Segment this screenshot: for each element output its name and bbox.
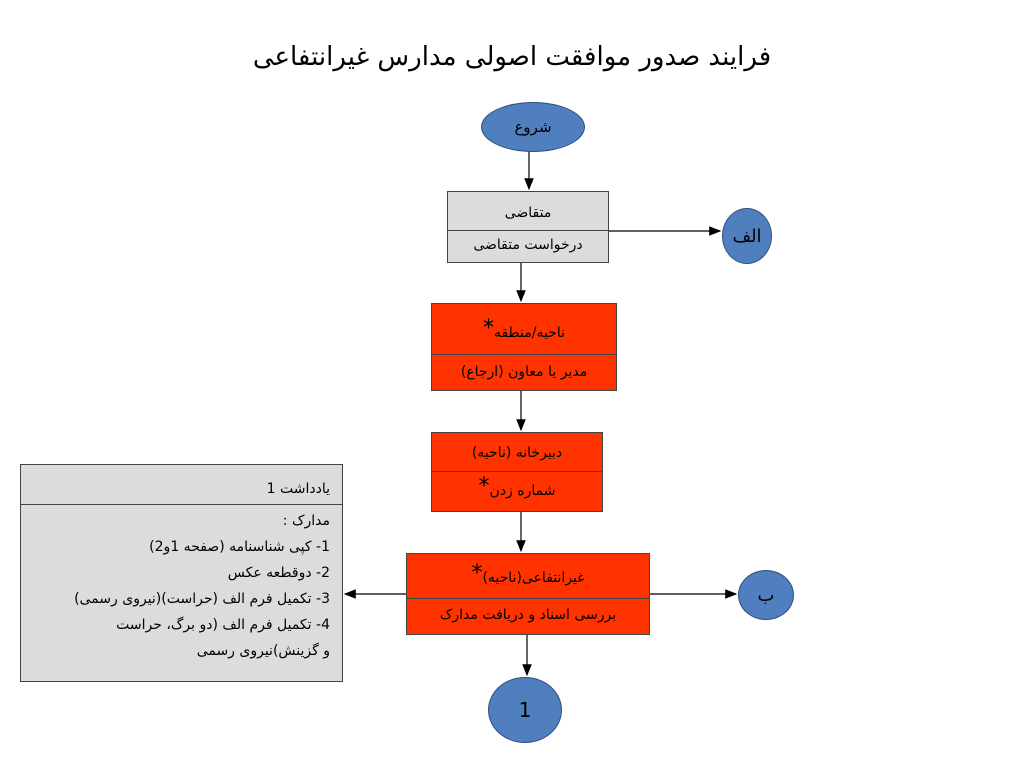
required-marker: * (471, 560, 483, 586)
note-line: 3- تکمیل فرم الف (حراست)(نیروی رسمی) (74, 591, 330, 607)
note-line: مدارک : (282, 513, 330, 529)
secretariat-task-row: شماره زدن* (432, 473, 602, 507)
applicant-box: متقاضی درخواست متقاضی (447, 191, 609, 263)
note-box: یادداشت 1 مدارک : 1- کپی شناسنامه (صفحه … (20, 464, 343, 682)
note-line: 1- کپی شناسنامه (صفحه 1و2) (149, 539, 330, 555)
note-title: یادداشت 1 (21, 465, 342, 505)
nonprofit-box: غیرانتفاعی(ناحیه)* بررسی اسناد و دریافت … (406, 553, 650, 635)
nonprofit-task: بررسی اسناد و دریافت مدارک (439, 607, 617, 623)
required-marker: * (482, 315, 494, 341)
secretariat-task: شماره زدن (489, 483, 556, 499)
district-actor-row: ناحیه/منطقه* (432, 316, 616, 350)
applicant-actor: متقاضی (504, 205, 552, 221)
nonprofit-actor: غیرانتفاعی(ناحیه) (482, 570, 585, 586)
start-node: شروع (481, 102, 585, 152)
note-line: 4- تکمیل فرم الف (دو برگ، حراست (116, 617, 330, 633)
note-line: 2- دوقطعه عکس (227, 565, 330, 581)
note-line: و گزینش)نیروی رسمی (196, 643, 330, 659)
required-marker: * (478, 473, 490, 499)
connector-one: 1 (488, 677, 562, 743)
secretariat-box: دبیرخانه (ناحیه) شماره زدن* (431, 432, 603, 512)
secretariat-actor: دبیرخانه (ناحیه) (471, 445, 563, 461)
district-box: ناحیه/منطقه* مدیر یا معاون (ارجاع) (431, 303, 617, 391)
district-actor: ناحیه/منطقه (493, 325, 566, 341)
connector-alef: الف (722, 208, 772, 264)
connector-be: ب (738, 570, 794, 620)
diagram-title: فرایند صدور موافقت اصولی مدارس غیرانتفاع… (252, 42, 772, 72)
applicant-task: درخواست متقاضی (473, 237, 583, 253)
nonprofit-actor-row: غیرانتفاعی(ناحیه)* (407, 560, 649, 594)
district-task: مدیر یا معاون (ارجاع) (460, 364, 588, 380)
